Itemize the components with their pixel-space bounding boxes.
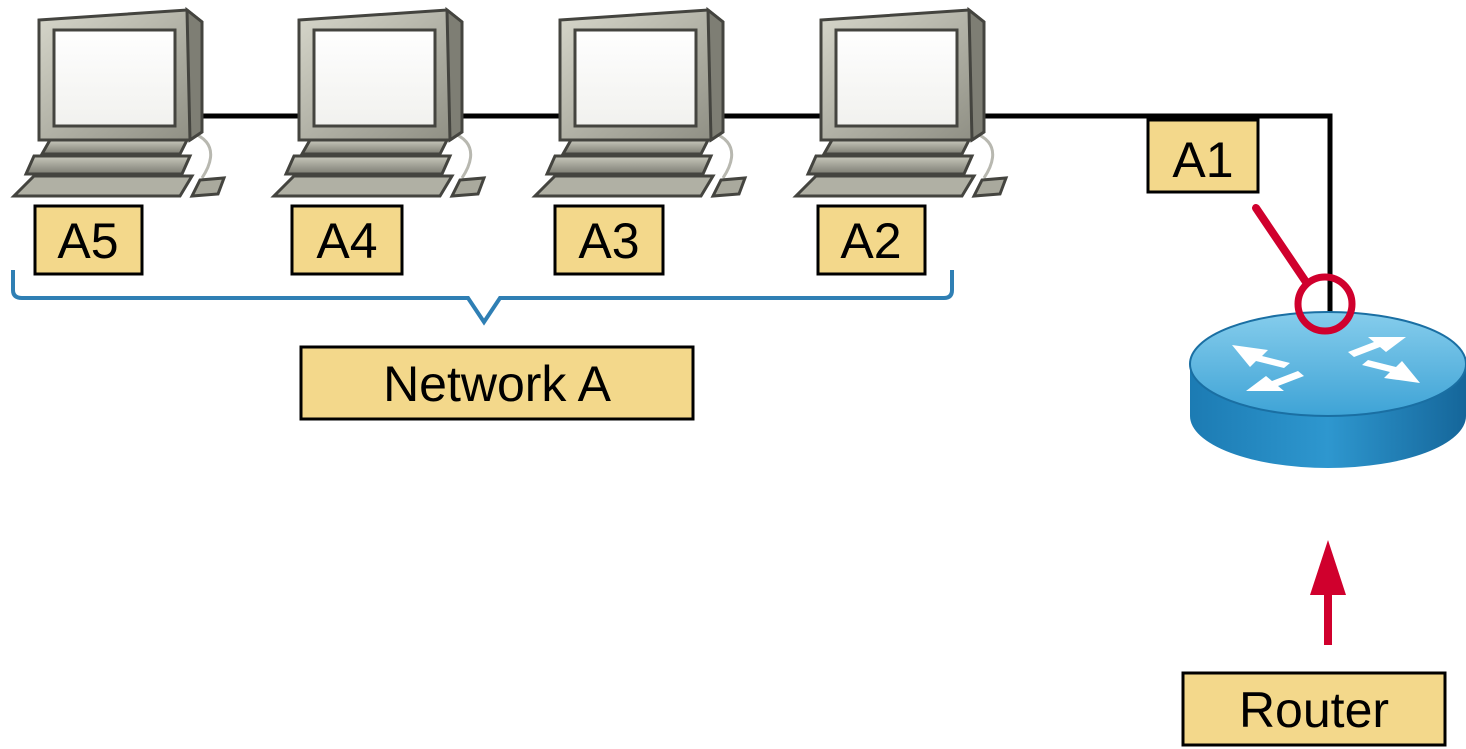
host-label-a5: A5 — [33, 204, 144, 276]
network-label: Network A — [299, 345, 695, 421]
interface-highlight-icon — [1252, 204, 1356, 335]
interface-label-a1: A1 — [1146, 118, 1260, 194]
router-label: Router — [1181, 671, 1447, 747]
host-label-a2: A2 — [816, 204, 927, 276]
computer-a3 — [533, 8, 747, 198]
computer-a2 — [794, 8, 1008, 198]
host-label-a2-text: A2 — [840, 213, 901, 269]
router-pointer-arrow-icon — [1310, 540, 1346, 645]
network-label-text: Network A — [383, 356, 612, 412]
host-label-a3-text: A3 — [578, 213, 639, 269]
network-brace — [11, 270, 954, 326]
router-icon — [1189, 311, 1466, 468]
computer-a4 — [272, 8, 486, 198]
host-label-a3: A3 — [553, 204, 665, 276]
network-cable — [160, 113, 1333, 325]
host-label-a4-text: A4 — [316, 213, 377, 269]
interface-label-a1-text: A1 — [1172, 132, 1233, 188]
computer-a5 — [12, 8, 226, 198]
host-label-a5-text: A5 — [57, 213, 118, 269]
host-label-a4: A4 — [290, 204, 404, 276]
router-label-text: Router — [1239, 682, 1389, 738]
